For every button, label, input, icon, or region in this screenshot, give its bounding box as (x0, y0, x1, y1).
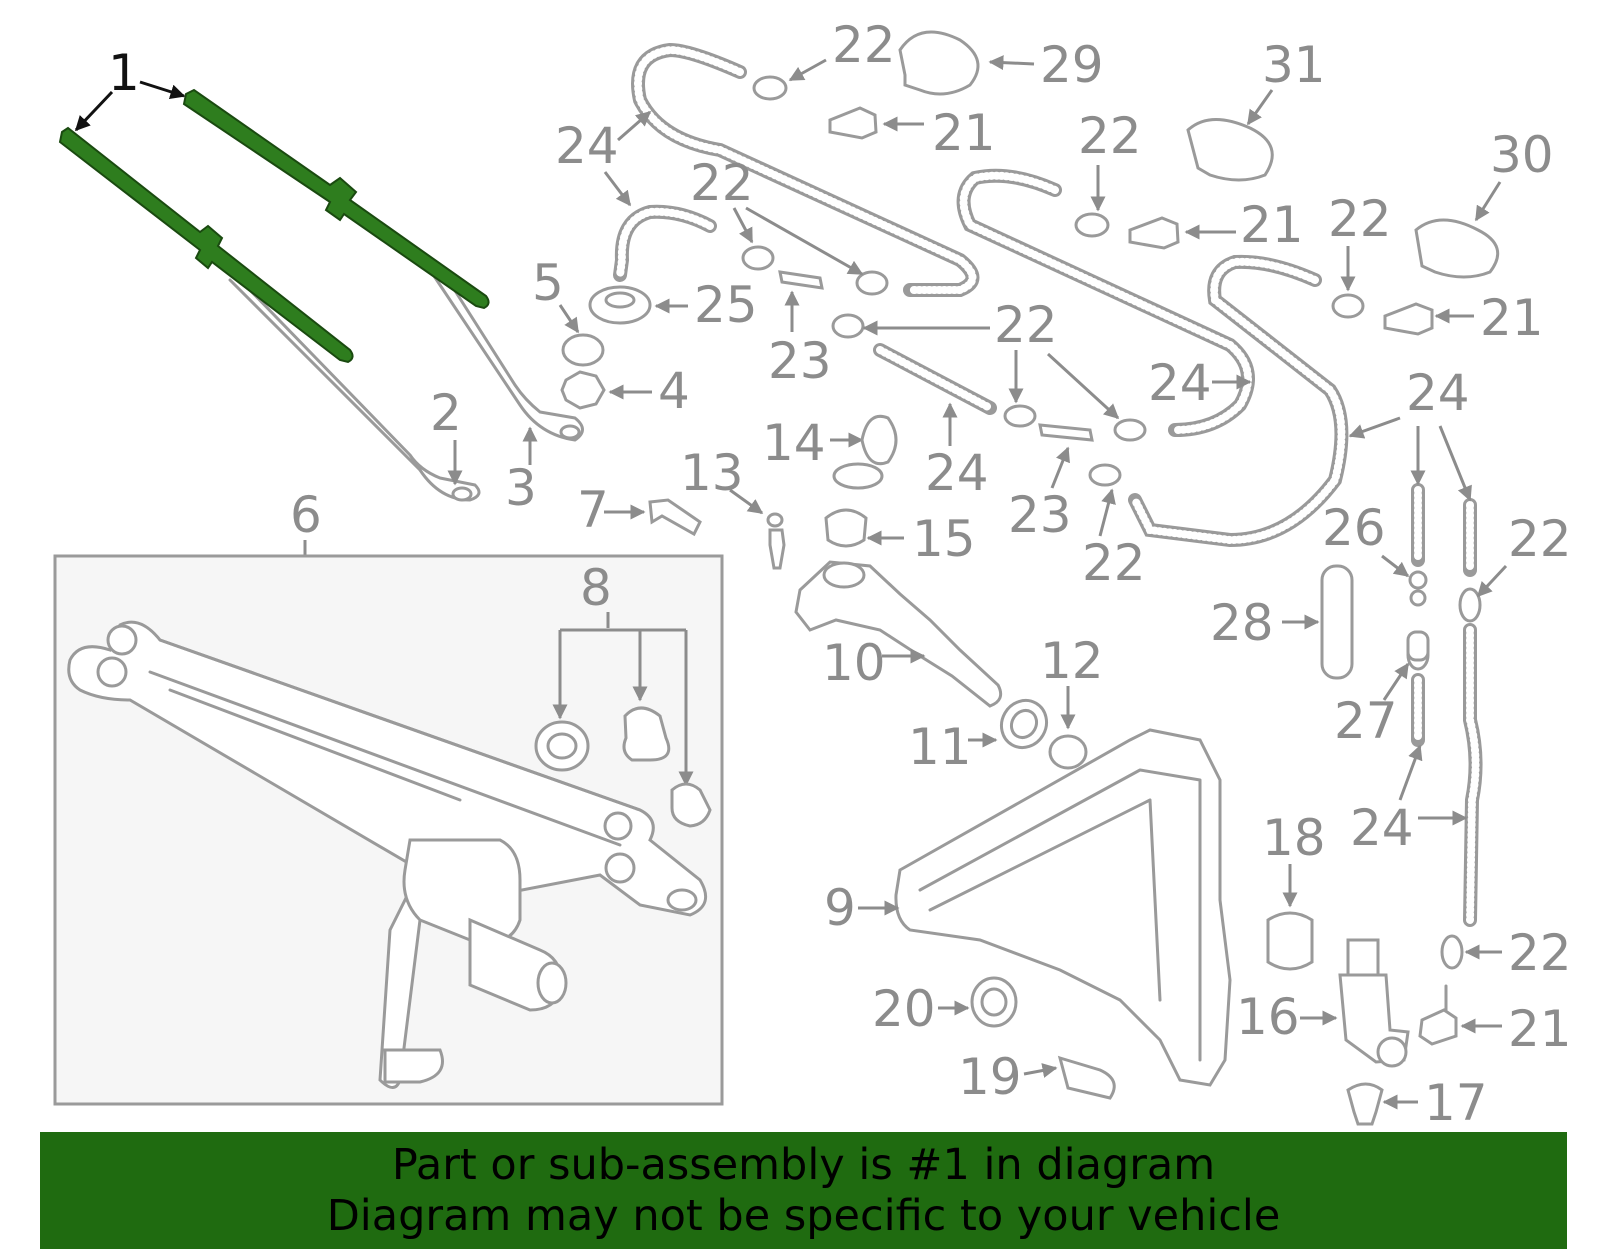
callout-22d: 22 (1082, 534, 1146, 592)
callout-21c: 21 (1480, 289, 1544, 347)
callout-24e: 24 (1350, 799, 1414, 857)
callout-21a: 21 (932, 104, 996, 162)
callout-26: 26 (1322, 499, 1386, 557)
callout-21b: 21 (1240, 196, 1304, 254)
filler-neck-10 (794, 560, 1003, 708)
grommet-8c (670, 782, 712, 828)
grommet-8a (534, 720, 590, 772)
callout-5: 5 (532, 254, 564, 312)
callout-12: 12 (1040, 632, 1104, 690)
callout-7: 7 (577, 481, 609, 539)
callout-15: 15 (912, 510, 976, 568)
callout-3: 3 (505, 459, 537, 517)
callout-22g: 22 (1508, 510, 1572, 568)
seal-11 (999, 698, 1049, 750)
grommet-8b (622, 706, 671, 762)
hose-right (1128, 254, 1349, 548)
washer-pump-16 (1338, 938, 1410, 1068)
tube-28 (1320, 564, 1354, 680)
hose-upper (631, 42, 980, 297)
cap-5 (561, 333, 605, 367)
callout-24c: 24 (1148, 354, 1212, 412)
callout-14: 14 (762, 414, 826, 472)
callout-23b: 23 (1008, 486, 1072, 544)
filter-18 (1266, 911, 1314, 971)
callout-22f: 22 (1328, 190, 1392, 248)
callout-20: 20 (872, 980, 936, 1038)
callout-2: 2 (430, 384, 462, 442)
bolt-7 (648, 498, 702, 537)
callout-24b: 24 (925, 444, 989, 502)
callout-4: 4 (658, 362, 690, 420)
nut-4 (560, 370, 606, 410)
hose-lower (873, 343, 997, 415)
callout-1: 1 (108, 44, 140, 102)
washer-reservoir-9 (894, 728, 1232, 1087)
callout-18: 18 (1262, 809, 1326, 867)
callout-21d: 21 (1508, 1000, 1572, 1058)
callout-22e: 22 (1078, 107, 1142, 165)
callout-22a: 22 (832, 16, 896, 74)
cap-14 (832, 414, 898, 490)
callout-16: 16 (1236, 988, 1300, 1046)
hose-short (613, 204, 717, 282)
grommet-17 (1346, 1082, 1384, 1126)
elbows-21 (828, 106, 1458, 1046)
callout-30: 30 (1490, 126, 1554, 184)
callout-28: 28 (1210, 594, 1274, 652)
callout-10: 10 (822, 634, 886, 692)
filler-15 (824, 508, 868, 548)
callout-23a: 23 (768, 332, 832, 390)
washer-jets (898, 30, 1500, 279)
wiper-blade-right (182, 88, 490, 310)
spring-12 (1048, 734, 1088, 770)
callout-27: 27 (1334, 692, 1398, 750)
grommet-25 (588, 285, 652, 325)
callout-6: 6 (290, 486, 322, 544)
wiper-blade-left (58, 126, 354, 364)
leader-1b (139, 80, 186, 100)
callout-29: 29 (1040, 36, 1104, 94)
callout-24d: 24 (1406, 364, 1470, 422)
leader-1a (74, 90, 114, 132)
notice-banner: Part or sub-assembly is #1 in diagram Di… (40, 1132, 1567, 1249)
wiper-arm-right (428, 268, 584, 442)
callout-17: 17 (1424, 1074, 1488, 1132)
callout-22c: 22 (994, 296, 1058, 354)
callout-19: 19 (958, 1048, 1022, 1106)
fitting-27 (1406, 630, 1430, 662)
clip-19 (1057, 1055, 1116, 1100)
callout-9: 9 (824, 879, 856, 937)
callout-24a: 24 (555, 117, 619, 175)
callout-22b: 22 (690, 154, 754, 212)
notice-line-2: Diagram may not be specific to your vehi… (326, 1191, 1281, 1241)
clip-13 (766, 512, 786, 570)
callout-22h: 22 (1508, 924, 1572, 982)
hose-vertical-b (1463, 498, 1483, 927)
callout-25: 25 (694, 276, 758, 334)
hose-middle (956, 168, 1255, 437)
callout-8: 8 (580, 559, 612, 617)
wiper-arm-left (228, 278, 481, 502)
wiper-linkage (67, 620, 708, 1089)
callout-11: 11 (908, 718, 972, 776)
callout-31: 31 (1262, 36, 1326, 94)
grommet-20 (970, 976, 1018, 1028)
notice-line-1: Part or sub-assembly is #1 in diagram (391, 1140, 1216, 1190)
